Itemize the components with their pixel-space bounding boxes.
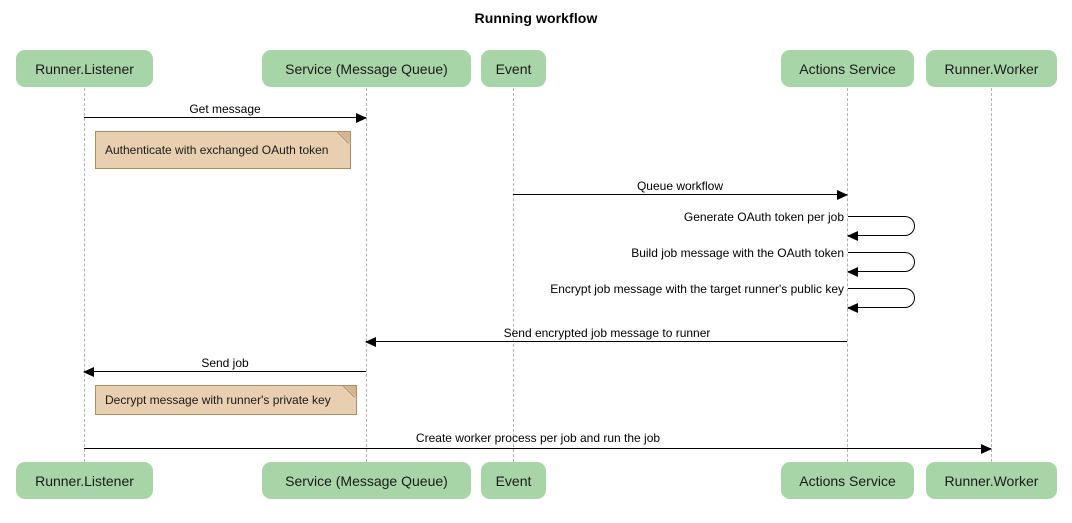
- participant-label: Actions Service: [799, 60, 896, 77]
- arrowhead-right-icon: [356, 113, 367, 123]
- participant-service-message-queue-bottom[interactable]: Service (Message Queue): [262, 462, 471, 499]
- message-label-create-worker-process: Create worker process per job and run th…: [415, 431, 661, 445]
- participant-label: Event: [495, 472, 532, 489]
- lifeline-runner-worker: [991, 88, 992, 462]
- message-label-build-job-message: Build job message with the OAuth token: [631, 246, 844, 260]
- lifeline-runner-listener: [84, 88, 85, 462]
- message-arrow-send-encrypted-job-message: [365, 337, 847, 347]
- lifeline-service-message-queue: [366, 88, 367, 462]
- message-label-send-encrypted-job-message: Send encrypted job message to runner: [503, 326, 711, 340]
- participant-actions-service-bottom[interactable]: Actions Service: [781, 462, 914, 499]
- message-arrow-create-worker-process: [84, 444, 992, 454]
- arrowhead-left-icon: [847, 231, 858, 241]
- message-label-encrypt-job-message: Encrypt job message with the target runn…: [550, 282, 844, 296]
- participant-label: Runner.Listener: [35, 60, 134, 77]
- participant-runner-worker-top[interactable]: Runner.Worker: [926, 50, 1057, 87]
- arrowhead-left-icon: [365, 337, 376, 347]
- participant-runner-listener-bottom[interactable]: Runner.Listener: [16, 462, 153, 499]
- participant-label: Event: [495, 60, 532, 77]
- participant-actions-service-top[interactable]: Actions Service: [781, 50, 914, 87]
- message-label-queue-workflow: Queue workflow: [636, 179, 724, 193]
- note-authenticate-oauth: Authenticate with exchanged OAuth token: [95, 131, 351, 169]
- arrowhead-left-icon: [83, 367, 94, 377]
- participant-label: Runner.Worker: [944, 472, 1039, 489]
- message-arrow-queue-workflow: [513, 190, 848, 200]
- message-label-generate-oauth-token: Generate OAuth token per job: [683, 210, 844, 224]
- participant-label: Service (Message Queue): [285, 472, 448, 489]
- arrowhead-right-icon: [981, 444, 992, 454]
- participant-label: Runner.Listener: [35, 472, 134, 489]
- self-loop-encrypt-job-message: [847, 288, 915, 313]
- participant-event-bottom[interactable]: Event: [481, 462, 546, 499]
- page-title: Running workflow: [474, 10, 598, 26]
- participant-label: Runner.Worker: [944, 60, 1039, 77]
- lifeline-event: [513, 88, 514, 462]
- participant-label: Service (Message Queue): [285, 60, 448, 77]
- note-decrypt-message: Decrypt message with runner's private ke…: [95, 385, 357, 415]
- self-loop-build-job-message: [847, 252, 915, 277]
- participant-label: Actions Service: [799, 472, 896, 489]
- participant-runner-listener-top[interactable]: Runner.Listener: [16, 50, 153, 87]
- participant-event-top[interactable]: Event: [481, 50, 546, 87]
- note-text: Decrypt message with runner's private ke…: [105, 393, 331, 407]
- note-text: Authenticate with exchanged OAuth token: [105, 143, 329, 157]
- note-fold-edge-icon: [337, 131, 351, 145]
- participant-service-message-queue-top[interactable]: Service (Message Queue): [262, 50, 471, 87]
- arrowhead-left-icon: [847, 303, 858, 313]
- arrowhead-left-icon: [847, 267, 858, 277]
- message-arrow-get-message: [84, 113, 367, 123]
- note-fold-edge-icon: [343, 385, 357, 399]
- message-label-send-job: Send job: [201, 356, 249, 370]
- message-arrow-send-job: [83, 367, 366, 377]
- arrowhead-right-icon: [837, 190, 848, 200]
- self-loop-generate-oauth-token: [847, 216, 915, 241]
- participant-runner-worker-bottom[interactable]: Runner.Worker: [926, 462, 1057, 499]
- message-label-get-message: Get message: [189, 102, 261, 116]
